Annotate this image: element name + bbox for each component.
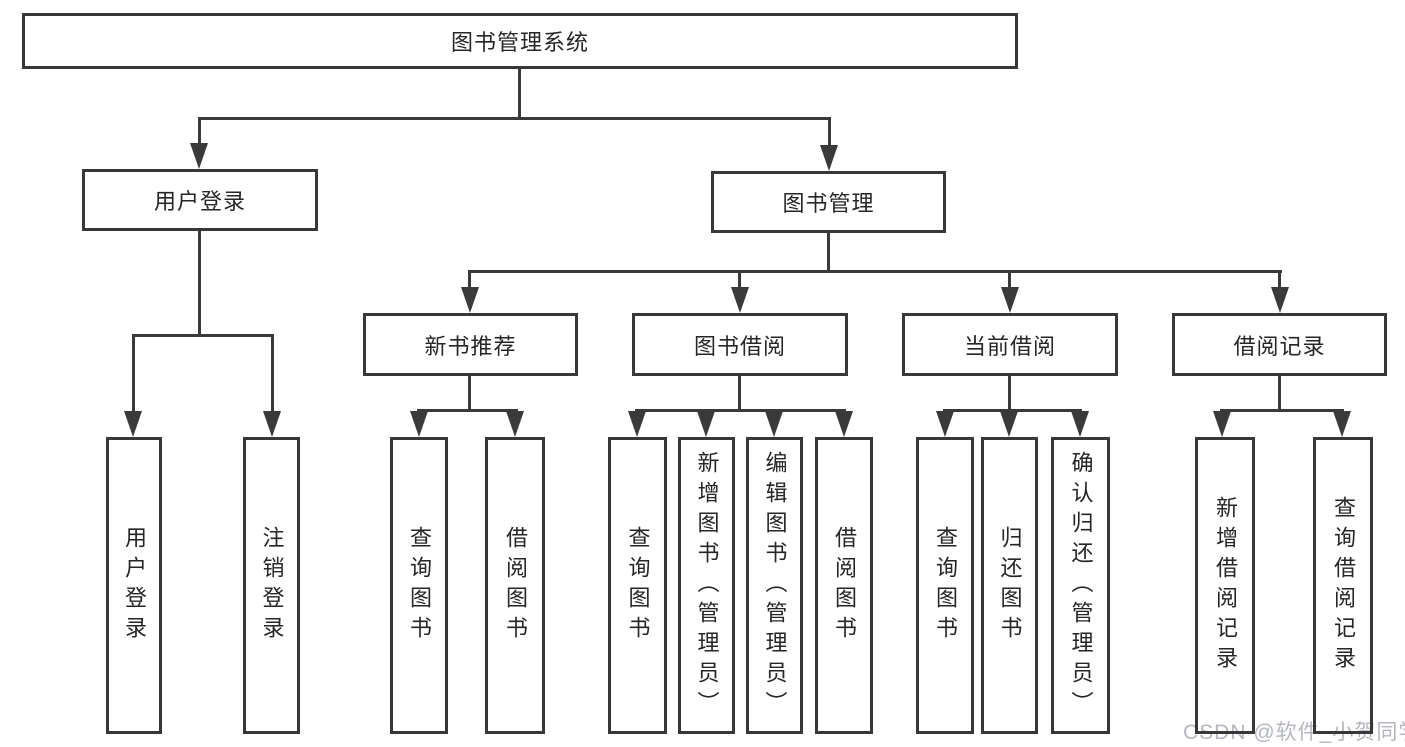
arrow-down-icon [628,411,646,437]
node-label: 用户登录 [153,189,246,214]
connector-book-management-split [468,270,1282,273]
node-label: 归还图书 [997,525,1023,646]
leaf-confirm-return-admin: 确认归还（管理员） [1051,437,1110,734]
connector-current-borrow-stem [1008,376,1011,412]
connector-stem-leaf [271,334,274,414]
connector-user-login-stem [198,231,201,337]
connector-stem-user-login [198,117,201,147]
connector-borrow-records-stem [1278,376,1281,412]
node-new-book-recommend: 新书推荐 [363,313,578,376]
node-book-management: 图书管理 [711,171,946,233]
node-book-borrow: 图书借阅 [632,313,848,376]
connector-stem-leaf [132,334,135,414]
leaf-logout: 注销登录 [243,437,300,734]
arrow-down-icon [506,411,524,437]
node-label: 确认归还（管理员） [1068,450,1094,721]
node-label: 查询图书 [407,525,432,646]
node-label: 图书借阅 [693,333,786,359]
leaf-query-books-current: 查询图书 [916,437,974,734]
arrow-down-icon [1271,287,1289,313]
node-borrow-records: 借阅记录 [1172,313,1387,376]
node-current-borrow: 当前借阅 [902,313,1118,376]
node-label: 查询借阅记录 [1331,495,1356,676]
node-label: 当前借阅 [963,333,1056,359]
connector-book-borrow-split [635,409,846,412]
node-label: 新增借阅记录 [1213,495,1238,676]
arrow-down-icon [1000,411,1018,437]
node-label: 新书推荐 [424,333,517,359]
arrow-down-icon [190,143,208,169]
arrow-down-icon [263,411,281,437]
leaf-edit-books-admin: 编辑图书（管理员） [746,437,803,734]
node-label: 图书管理 [782,191,875,216]
node-label: 编辑图书（管理员） [762,450,788,721]
leaf-query-borrow-record: 查询借阅记录 [1313,437,1373,734]
arrow-down-icon [410,411,428,437]
arrow-down-icon [1071,411,1089,437]
arrow-down-icon [1333,411,1351,437]
node-label: 注销登录 [259,525,285,646]
leaf-user-login: 用户登录 [106,437,162,734]
node-label: 借阅记录 [1233,333,1326,359]
connector-stem-book-management [828,117,831,147]
arrow-down-icon [765,411,783,437]
connector-book-management-stem [827,233,830,273]
arrow-down-icon [461,287,479,313]
node-root: 图书管理系统 [22,13,1018,69]
connector-new-book-split [417,409,518,412]
arrow-down-icon [1001,287,1019,313]
arrow-down-icon [731,287,749,313]
arrow-down-icon [936,411,954,437]
node-label: 借阅图书 [503,525,528,646]
node-label: 查询图书 [625,525,651,646]
arrow-down-icon [697,411,715,437]
connector-stem-new-book [468,270,471,290]
node-label: 新增图书（管理员） [694,450,720,721]
leaf-borrow-books: 借阅图书 [815,437,873,734]
connector-current-borrow-split [943,409,1082,412]
node-label: 用户登录 [122,525,147,646]
csdn-watermark: CSDN @软件_小贺同学 [1183,721,1405,744]
leaf-return-books: 归还图书 [981,437,1038,734]
leaf-query-books-recommend: 查询图书 [390,437,448,734]
connector-borrow-records-split [1220,409,1344,412]
node-label: 查询图书 [933,525,958,646]
arrow-down-icon [835,411,853,437]
node-user-login: 用户登录 [82,169,318,231]
connector-book-borrow-stem [738,376,741,412]
connector-new-book-stem [468,376,471,412]
connector-user-login-split [132,334,274,337]
leaf-borrow-books-recommend: 借阅图书 [485,437,545,734]
connector-stem-book-borrow [738,270,741,290]
arrow-down-icon [820,145,838,171]
connector-stem-borrow-records [1278,270,1281,290]
connector-root-stem [518,69,521,118]
leaf-query-books-borrow: 查询图书 [608,437,667,734]
node-label: 借阅图书 [832,525,857,646]
leaf-add-borrow-record: 新增借阅记录 [1195,437,1255,734]
leaf-add-books-admin: 新增图书（管理员） [678,437,735,734]
node-label: 图书管理系统 [450,30,589,55]
connector-root-split [198,117,831,120]
connector-stem-current-borrow [1008,270,1011,290]
arrow-down-icon [1213,411,1231,437]
arrow-down-icon [124,411,142,437]
